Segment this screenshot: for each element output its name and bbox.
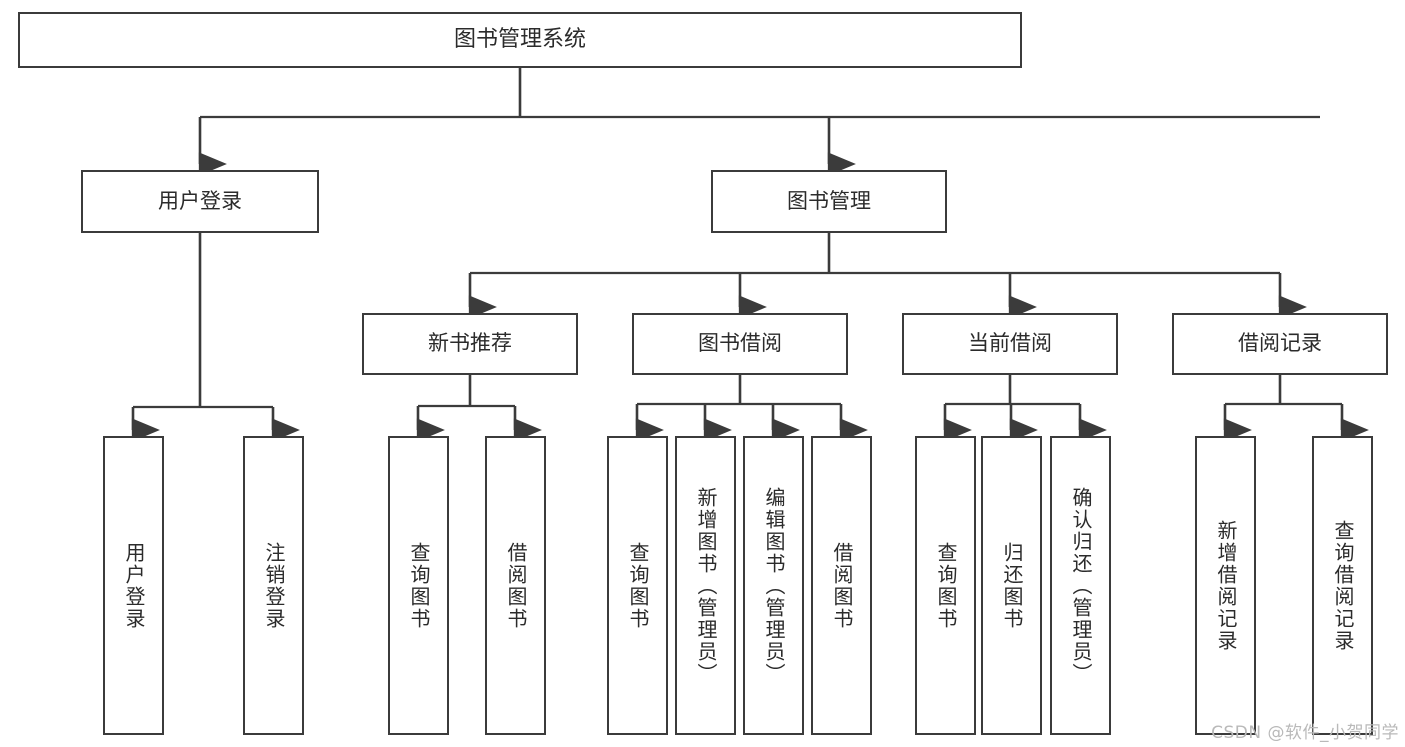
node-new-book-rec[interactable]: 新书推荐: [362, 313, 578, 375]
node-borrow-record-label: 借阅记录: [1238, 331, 1322, 356]
node-leaf-query-book-3[interactable]: 查询图书: [915, 436, 976, 735]
node-leaf-confirm-return[interactable]: 确认归还（管理员）: [1050, 436, 1111, 735]
node-leaf-logout-label: 注销登录: [262, 541, 286, 630]
node-leaf-add-book[interactable]: 新增图书（管理员）: [675, 436, 736, 735]
node-book-borrow[interactable]: 图书借阅: [632, 313, 848, 375]
node-leaf-query-record[interactable]: 查询借阅记录: [1312, 436, 1373, 735]
node-leaf-edit-book[interactable]: 编辑图书（管理员）: [743, 436, 804, 735]
node-leaf-query-book-3-label: 查询图书: [934, 541, 958, 630]
node-leaf-confirm-return-label: 确认归还（管理员）: [1069, 486, 1093, 685]
node-leaf-query-book-1[interactable]: 查询图书: [388, 436, 449, 735]
node-leaf-add-book-label: 新增图书（管理员）: [694, 486, 718, 685]
node-leaf-borrow-book-2[interactable]: 借阅图书: [811, 436, 872, 735]
node-leaf-borrow-book-1-label: 借阅图书: [504, 541, 528, 630]
node-book-manage[interactable]: 图书管理: [711, 170, 947, 233]
node-leaf-return-book[interactable]: 归还图书: [981, 436, 1042, 735]
node-leaf-logout[interactable]: 注销登录: [243, 436, 304, 735]
node-book-borrow-label: 图书借阅: [698, 331, 782, 356]
node-new-book-rec-label: 新书推荐: [428, 331, 512, 356]
node-leaf-query-book-2[interactable]: 查询图书: [607, 436, 668, 735]
node-leaf-borrow-book-2-label: 借阅图书: [830, 541, 854, 630]
node-current-borrow[interactable]: 当前借阅: [902, 313, 1118, 375]
node-leaf-edit-book-label: 编辑图书（管理员）: [762, 486, 786, 685]
node-leaf-user-login-label: 用户登录: [122, 541, 146, 630]
node-user-login[interactable]: 用户登录: [81, 170, 319, 233]
node-current-borrow-label: 当前借阅: [968, 331, 1052, 356]
node-leaf-user-login[interactable]: 用户登录: [103, 436, 164, 735]
node-leaf-add-record-label: 新增借阅记录: [1214, 519, 1238, 652]
node-leaf-borrow-book-1[interactable]: 借阅图书: [485, 436, 546, 735]
node-user-login-label: 用户登录: [158, 188, 242, 213]
node-leaf-query-record-label: 查询借阅记录: [1331, 519, 1355, 652]
node-root-label: 图书管理系统: [453, 26, 586, 52]
node-leaf-add-record[interactable]: 新增借阅记录: [1195, 436, 1256, 735]
node-root[interactable]: 图书管理系统: [18, 12, 1022, 68]
node-leaf-return-book-label: 归还图书: [1000, 541, 1024, 630]
watermark: CSDN @软件_小贺同学: [1211, 723, 1399, 743]
node-book-manage-label: 图书管理: [787, 188, 871, 213]
node-borrow-record[interactable]: 借阅记录: [1172, 313, 1388, 375]
node-leaf-query-book-1-label: 查询图书: [407, 541, 431, 630]
node-leaf-query-book-2-label: 查询图书: [626, 541, 650, 630]
